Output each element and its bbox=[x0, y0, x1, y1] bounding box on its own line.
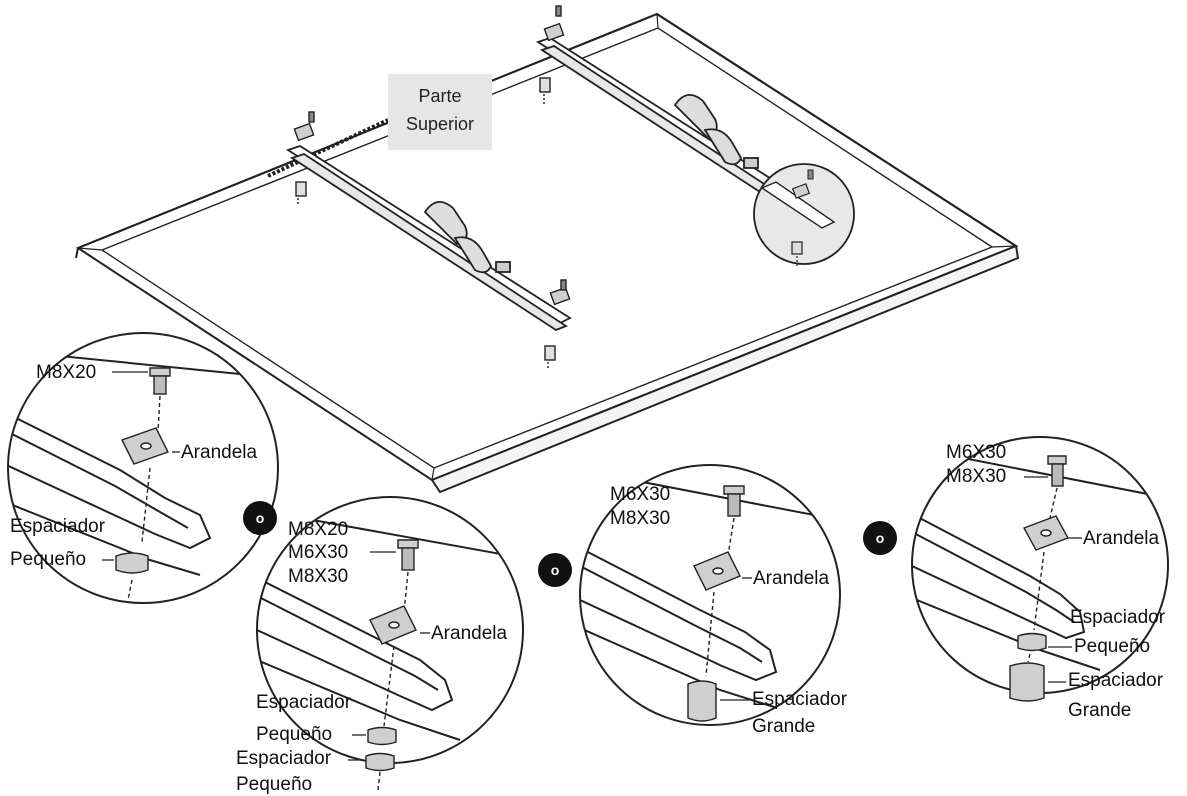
top-label-line1: Parte bbox=[418, 86, 461, 106]
detail-c-spacer-label-2: Grande bbox=[752, 716, 815, 737]
detail-c-screw-label-1: M6X30 bbox=[610, 484, 670, 505]
detail-d-screw-label-1: M6X30 bbox=[946, 442, 1006, 463]
detail-d-spacer1-label-2: Pequeño bbox=[1074, 636, 1150, 657]
detail-b-spacer1-label-1: Espaciador bbox=[256, 692, 352, 713]
top-label-box bbox=[388, 74, 492, 150]
detail-b-washer-label: Arandela bbox=[431, 623, 507, 644]
detail-d-screw-label-2: M8X30 bbox=[946, 466, 1006, 487]
detail-a-spacer-label-1: Espaciador bbox=[10, 516, 106, 537]
detail-circle-d: M6X30 M8X30 Arandela Espaciador Pequeño … bbox=[911, 436, 1169, 721]
detail-d-spacer2-label-2: Grande bbox=[1068, 700, 1131, 721]
detail-circle-b: M8X20 M6X30 M8X30 Arandela Espaciador Pe… bbox=[236, 496, 524, 795]
vent-strip bbox=[267, 118, 389, 178]
detail-b-screw-label-2: M6X30 bbox=[288, 542, 348, 563]
right-bracket-rail bbox=[535, 37, 822, 224]
detail-d-washer-label: Arandela bbox=[1083, 528, 1159, 549]
detail-a-screw-label: M8X20 bbox=[36, 362, 96, 383]
or-badge-2: o bbox=[538, 553, 572, 587]
detail-d-spacer1-label-1: Espaciador bbox=[1070, 607, 1166, 628]
detail-b-screw-label-1: M8X20 bbox=[288, 519, 348, 540]
detail-b-spacer1-label-2: Pequeño bbox=[256, 724, 332, 745]
detail-b-spacer2-label-1: Espaciador bbox=[236, 748, 332, 769]
right-bracket-hardware bbox=[539, 5, 565, 104]
detail-a-spacer-label-2: Pequeño bbox=[10, 549, 86, 570]
highlight-circle bbox=[753, 163, 855, 266]
detail-c-screw-label-2: M8X30 bbox=[610, 508, 670, 529]
or-badge-3-text: o bbox=[876, 530, 885, 546]
or-badge-1-text: o bbox=[256, 510, 265, 526]
detail-b-screw-label-3: M8X30 bbox=[288, 566, 348, 587]
left-bracket-hardware bbox=[293, 111, 571, 370]
or-badge-3: o bbox=[863, 521, 897, 555]
top-label-line2: Superior bbox=[406, 114, 474, 134]
detail-c-washer-label: Arandela bbox=[753, 568, 829, 589]
detail-d-spacer2-label-1: Espaciador bbox=[1068, 670, 1164, 691]
detail-circle-a: M8X20 Arandela Espaciador Pequeño bbox=[7, 332, 279, 604]
detail-circle-c: M6X30 M8X30 Arandela Espaciador Grande bbox=[579, 464, 848, 737]
or-badge-1: o bbox=[243, 501, 277, 535]
detail-a-washer-label: Arandela bbox=[181, 442, 257, 463]
or-badge-2-text: o bbox=[551, 562, 560, 578]
top-side-label: Parte Superior bbox=[388, 74, 492, 150]
detail-c-spacer-label-1: Espaciador bbox=[752, 689, 848, 710]
left-bracket-rail bbox=[285, 145, 572, 332]
detail-b-spacer2-label-2: Pequeño bbox=[236, 774, 312, 795]
